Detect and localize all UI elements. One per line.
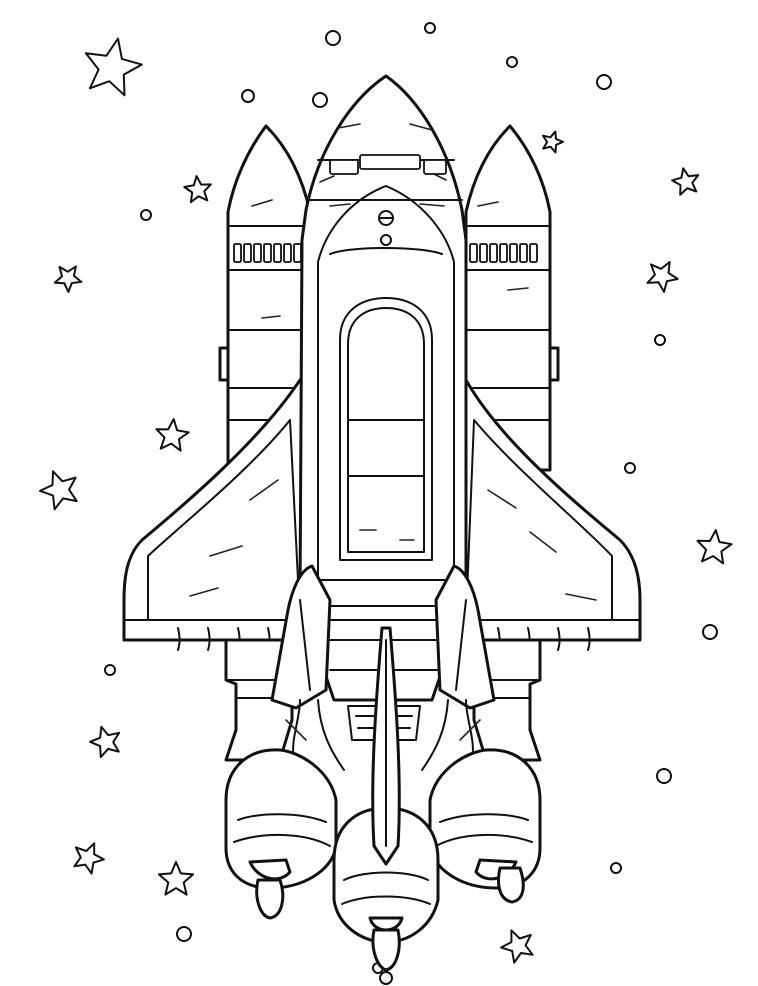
- planet-dot-icon: [176, 926, 192, 942]
- star-icon: [84, 37, 143, 97]
- star-icon: [696, 529, 733, 565]
- porthole-window: [499, 243, 508, 263]
- porthole-window: [283, 243, 292, 263]
- planet-dot-icon: [241, 89, 255, 103]
- planet-dot-icon: [140, 209, 152, 221]
- porthole-window: [293, 243, 302, 263]
- engine-housings: [224, 638, 542, 762]
- porthole-window: [253, 243, 262, 263]
- cockpit-windows: [329, 154, 447, 175]
- star-icon: [671, 167, 700, 196]
- cockpit-window: [359, 154, 421, 170]
- cockpit-window: [423, 159, 447, 175]
- planet-dot-icon: [424, 22, 436, 34]
- planet-dot-icon: [596, 74, 612, 90]
- star-icon: [53, 265, 83, 293]
- dots-layer: [104, 22, 718, 974]
- planet-dot-icon: [656, 768, 672, 784]
- star-icon: [155, 418, 190, 452]
- porthole-window: [479, 243, 488, 263]
- flap-tick: [557, 627, 561, 651]
- porthole-window: [469, 243, 478, 263]
- star-icon: [183, 175, 212, 204]
- porthole-window: [233, 243, 242, 263]
- star-icon: [542, 130, 564, 154]
- cockpit-window: [329, 159, 359, 175]
- porthole-window: [489, 243, 498, 263]
- star-icon: [39, 470, 78, 511]
- engine-plumbing: [285, 699, 481, 771]
- booster-windows: [233, 243, 538, 263]
- porthole-window: [529, 243, 538, 263]
- planet-dot-icon: [610, 862, 622, 874]
- porthole-window: [273, 243, 282, 263]
- left-booster: [218, 124, 312, 472]
- planet-dot-icon: [702, 624, 718, 640]
- left-engine: [224, 748, 338, 920]
- planet-dot-icon: [104, 664, 116, 676]
- porthole-window: [519, 243, 528, 263]
- vertical-stabilizer: [371, 626, 401, 866]
- flap-tick: [207, 627, 211, 651]
- flap-tick: [177, 627, 181, 651]
- porthole-window: [243, 243, 252, 263]
- star-icon: [73, 842, 105, 875]
- star-icon: [157, 861, 195, 896]
- right-engine: [428, 748, 542, 904]
- flap-tick: [587, 627, 591, 651]
- planet-dot-icon: [325, 30, 341, 46]
- planet-dot-icon: [624, 462, 636, 474]
- star-icon: [89, 725, 121, 759]
- star-icon: [500, 929, 534, 964]
- planet-dot-icon: [506, 56, 518, 68]
- porthole-window: [509, 243, 518, 263]
- stars-layer: [39, 37, 733, 964]
- planet-dot-icon: [654, 334, 666, 346]
- star-icon: [646, 261, 679, 293]
- center-engine: [332, 806, 440, 985]
- porthole-window: [263, 243, 272, 263]
- planet-dot-icon: [312, 92, 328, 108]
- tail-fins: [270, 564, 496, 710]
